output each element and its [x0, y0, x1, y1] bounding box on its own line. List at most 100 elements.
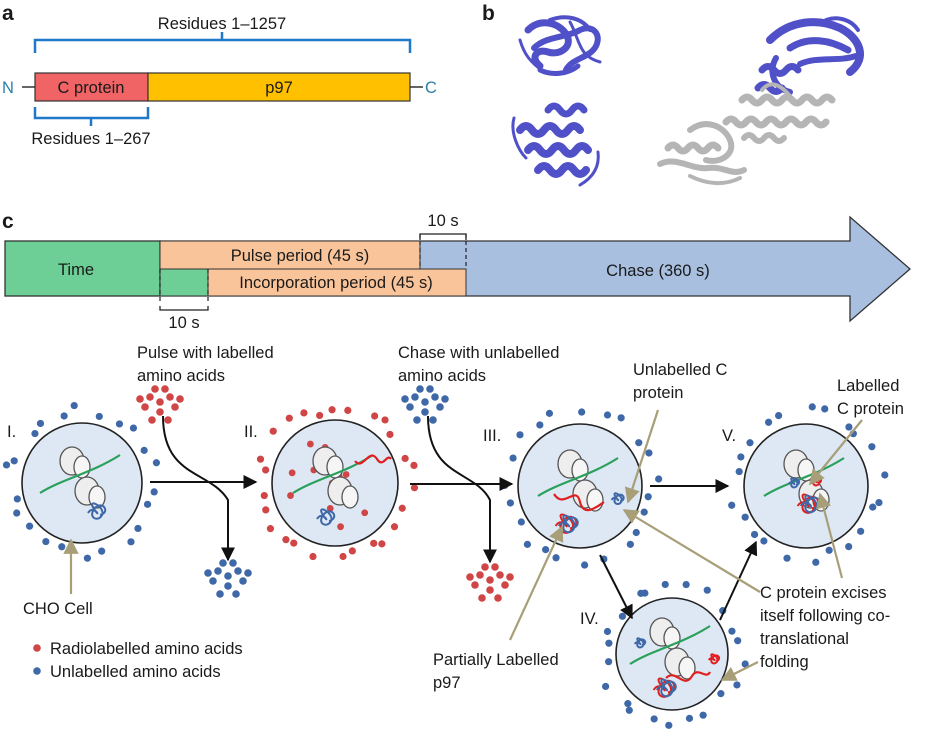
- c-protein-helical-structure-icon: [511, 102, 600, 187]
- amino-acid-dot: [300, 409, 308, 417]
- labelled-c-line2: C protein: [837, 400, 904, 418]
- unlabelled-c-pointer: [624, 409, 660, 504]
- amino-acid-dot: [36, 419, 45, 428]
- excise-pointer-v: [816, 492, 844, 579]
- amino-acid-dot: [42, 537, 50, 546]
- chase-label: Chase (360 s): [606, 262, 710, 280]
- amino-acid-dot: [410, 461, 418, 470]
- amino-acid-dot: [58, 543, 66, 551]
- amino-acid-dot: [542, 546, 550, 554]
- residues-c-label: Residues 1–267: [31, 130, 150, 148]
- c-terminus-label: C: [425, 79, 437, 97]
- amino-acid-dot: [31, 429, 39, 438]
- panel-c-timeline: c 10 s 10 s Time Pulse period (45 s) Inc…: [2, 210, 911, 332]
- labelled-c-pointer: [809, 419, 863, 486]
- p97-complex-structure-icon: [657, 16, 864, 185]
- amino-acid-dot: [617, 414, 625, 422]
- folded-protein-icon: [87, 502, 107, 520]
- amino-acid-dot: [626, 540, 634, 548]
- amino-acid-dot: [682, 580, 690, 589]
- cell-stage-5: [728, 403, 889, 566]
- released-labelled-cluster: [466, 563, 514, 602]
- amino-acid-dot: [821, 405, 829, 413]
- partial-p97-pointer: [509, 525, 564, 641]
- amino-acid-dot: [386, 430, 394, 439]
- amino-acid-dot: [735, 467, 743, 476]
- amino-acid-dot: [344, 406, 352, 414]
- pulse-period-label: Pulse period (45 s): [231, 247, 370, 265]
- amino-acid-dot: [516, 431, 524, 439]
- folded-protein-icon: [707, 653, 721, 665]
- amino-acid-dot: [857, 527, 865, 535]
- amino-acid-dot: [10, 457, 18, 465]
- amino-acid-dot: [378, 540, 386, 548]
- amino-acid-dot: [410, 484, 419, 492]
- unlabelled-amino-acid-cluster: [401, 385, 449, 424]
- amino-acid-dot: [624, 700, 632, 708]
- time-label: Time: [58, 261, 94, 279]
- amino-acid-dot: [645, 449, 653, 457]
- flow-arrows: [150, 415, 758, 621]
- amino-acid-dot: [337, 523, 344, 531]
- amino-acid-dot: [741, 660, 749, 668]
- amino-acid-dot: [812, 558, 820, 566]
- panel-a: a Residues 1–1257 C protein p97 N C Resi…: [2, 2, 437, 148]
- amino-acid-dot: [625, 706, 633, 714]
- amino-acid-dot: [348, 547, 356, 555]
- folded-protein-icon: [557, 514, 579, 534]
- amino-acid-dot: [83, 554, 91, 562]
- chase-flow-arrow: [427, 415, 497, 564]
- amino-acid-dot: [733, 681, 741, 689]
- stage-1-label: I.: [7, 423, 16, 441]
- amino-acid-dot: [602, 682, 610, 691]
- incorporation-period-box: [207, 268, 467, 297]
- amino-acid-dot: [734, 637, 742, 645]
- legend-blue-dot: [33, 667, 41, 675]
- amino-acid-dot: [127, 538, 135, 546]
- amino-acid-dot: [309, 552, 317, 561]
- amino-acid-dot: [605, 658, 613, 666]
- cell-stage-1: [2, 401, 161, 562]
- amino-acid-dot: [808, 403, 816, 411]
- chase-label-line2: amino acids: [398, 367, 486, 385]
- amino-acid-dot: [603, 627, 612, 636]
- p97-label: p97: [265, 79, 293, 97]
- amino-acid-dot: [13, 509, 21, 517]
- amino-acid-dot: [342, 471, 350, 478]
- panel-b: b: [482, 2, 864, 187]
- amino-acid-dot: [381, 416, 389, 424]
- amino-acid-dot: [390, 523, 399, 531]
- folded-protein-icon: [610, 492, 625, 505]
- legend-radiolabelled: Radiolabelled amino acids: [50, 640, 243, 658]
- amino-acid-dot: [361, 509, 369, 517]
- c-protein-segment: [34, 72, 149, 102]
- c-protein-label: C protein: [58, 79, 125, 97]
- cho-cell-label: CHO Cell: [23, 600, 93, 618]
- amino-acid-dot: [618, 612, 627, 620]
- excise-line4: folding: [760, 653, 809, 671]
- residues-full-bracket: [33, 38, 412, 53]
- amino-acid-dot: [640, 508, 648, 516]
- amino-acid-dot: [661, 580, 669, 589]
- incorporation-period-label: Incorporation period (45 s): [239, 274, 433, 292]
- amino-acid-dot: [70, 401, 78, 410]
- arrow-iii-to-iv: [599, 554, 633, 620]
- released-unlabelled-cluster: [204, 559, 252, 598]
- amino-acid-dot: [339, 552, 347, 561]
- residues-full-label: Residues 1–1257: [158, 15, 286, 33]
- legend-unlabelled: Unlabelled amino acids: [50, 663, 221, 681]
- legend-red-dot: [33, 644, 41, 652]
- amino-acid-dot: [655, 475, 663, 483]
- amino-acid-dot: [266, 525, 275, 533]
- amino-acid-dot: [506, 499, 514, 507]
- amino-acid-dot: [578, 408, 586, 416]
- cell-stage-3: [501, 408, 663, 569]
- labelled-c-line1: Labelled: [837, 377, 899, 395]
- amino-acid-dot: [523, 540, 532, 548]
- amino-acid-dot: [746, 439, 754, 447]
- amino-acid-dot: [13, 495, 21, 503]
- amino-acid-dot: [699, 711, 707, 719]
- arrow-iv-to-v: [719, 540, 758, 621]
- pulse-flow-arrow: [162, 415, 235, 562]
- amino-acid-dot: [845, 423, 853, 431]
